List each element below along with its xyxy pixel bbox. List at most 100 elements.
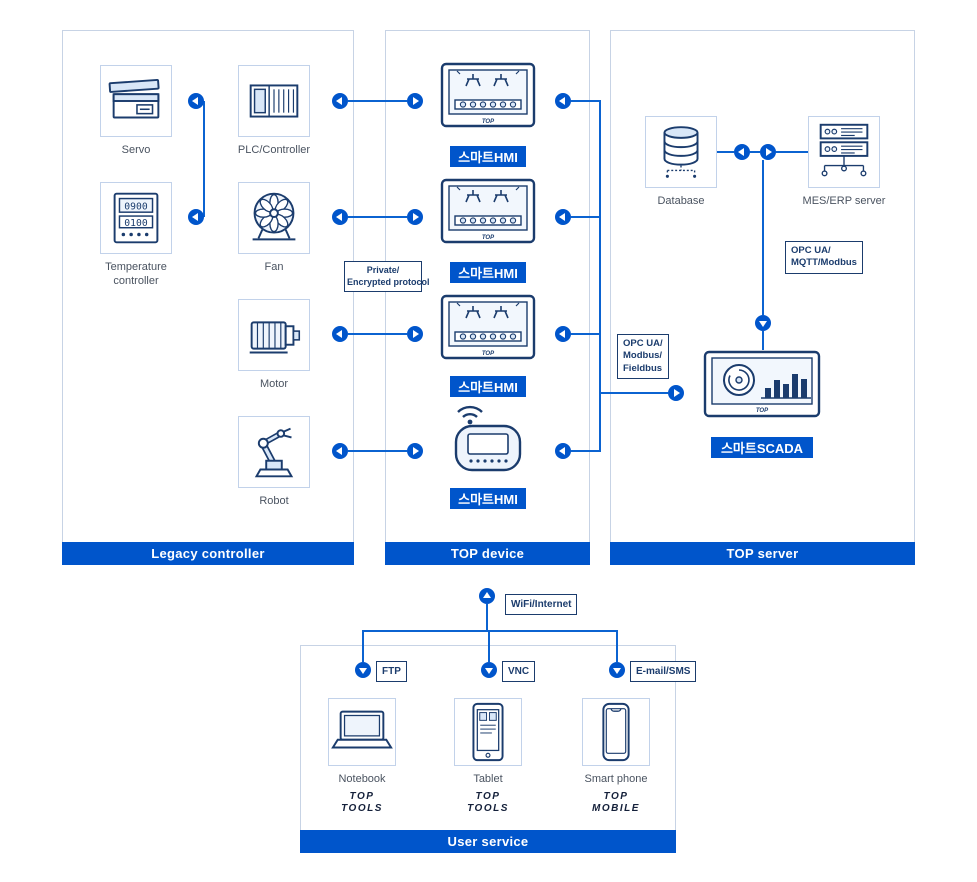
temperature-controller-icon: 0900 0100 bbox=[113, 192, 159, 244]
smart-scada-icon: TOP bbox=[703, 350, 821, 426]
database-label: Database bbox=[657, 195, 705, 207]
top-tools-logo: TOP TOOLS bbox=[312, 791, 412, 814]
arrow-up-icon bbox=[479, 588, 495, 604]
temperature-controller-icon-box: 0900 0100 bbox=[100, 182, 172, 254]
legacy-panel-title: Legacy controller bbox=[62, 542, 354, 565]
scada-bezel-brand: TOP bbox=[756, 408, 769, 414]
arrow-left-icon bbox=[332, 93, 348, 109]
servo-label: Servo bbox=[121, 144, 151, 156]
smart-hmi-1-icon: TOP bbox=[440, 62, 536, 138]
robot-label: Robot bbox=[259, 495, 289, 507]
email-sms-label: E-mail/SMS bbox=[630, 661, 697, 682]
connector-line bbox=[571, 450, 601, 452]
notebook-icon bbox=[331, 710, 393, 749]
smartphone-icon-box bbox=[582, 698, 650, 766]
connector-line bbox=[362, 632, 364, 662]
brand-line1: TOP bbox=[475, 791, 501, 802]
brand-line1: TOP bbox=[603, 791, 629, 802]
motor-label: Motor bbox=[259, 378, 289, 390]
arrow-right-icon bbox=[760, 144, 776, 160]
connector-line bbox=[362, 630, 618, 632]
notebook-label: Notebook bbox=[338, 773, 386, 785]
arrow-left-icon bbox=[188, 209, 204, 225]
connector-line bbox=[486, 604, 488, 631]
user-panel-title: User service bbox=[300, 830, 676, 853]
temp-display-bottom: 0100 bbox=[124, 218, 148, 229]
plc-label: PLC/Controller bbox=[237, 144, 311, 156]
connector-line bbox=[348, 333, 407, 335]
servo-icon-box bbox=[100, 65, 172, 137]
smart-hmi-2-icon: TOP bbox=[440, 178, 536, 254]
wifi-internet-label: WiFi/Internet bbox=[505, 594, 578, 615]
motor-icon bbox=[249, 321, 301, 354]
vnc-label: VNC bbox=[502, 661, 536, 682]
connector-line bbox=[571, 333, 601, 335]
connector-line bbox=[717, 151, 734, 153]
hmi-bezel-brand: TOP bbox=[482, 119, 495, 125]
robot-icon bbox=[254, 427, 294, 478]
ftp-label: FTP bbox=[376, 661, 407, 682]
private-protocol-line1: Private/ bbox=[366, 265, 400, 275]
opc-fieldbus-label: OPC UA/ Modbus/ Fieldbus bbox=[617, 334, 669, 380]
connector-line bbox=[571, 100, 601, 102]
opc-mqtt-line1: OPC UA/ bbox=[791, 245, 831, 256]
arrow-left-icon bbox=[555, 326, 571, 342]
arrow-down-icon bbox=[609, 662, 625, 678]
arrow-left-icon bbox=[555, 443, 571, 459]
arrow-left-icon bbox=[734, 144, 750, 160]
plc-icon-box bbox=[238, 65, 310, 137]
hmi-bezel-brand: TOP bbox=[482, 235, 495, 241]
arrow-left-icon bbox=[332, 209, 348, 225]
mes-erp-label: MES/ERP server bbox=[802, 195, 886, 207]
brand-line1: TOP bbox=[349, 791, 375, 802]
brand-line2: TOOLS bbox=[467, 802, 509, 814]
connector-line bbox=[601, 392, 668, 394]
fan-icon-box bbox=[238, 182, 310, 254]
arrow-left-icon bbox=[332, 443, 348, 459]
connector-line bbox=[488, 632, 490, 662]
top-mobile-logo: TOP MOBILE bbox=[566, 791, 666, 814]
temperature-controller-label: Temperature controller bbox=[105, 261, 167, 288]
arrow-down-icon bbox=[481, 662, 497, 678]
arrow-down-icon bbox=[755, 315, 771, 331]
tablet-icon-box bbox=[454, 698, 522, 766]
arrow-right-icon bbox=[407, 443, 423, 459]
fan-icon bbox=[252, 192, 296, 241]
tablet-label: Tablet bbox=[473, 773, 503, 785]
arrow-left-icon bbox=[555, 93, 571, 109]
mes-erp-server-icon bbox=[819, 123, 869, 177]
brand-line2: MOBILE bbox=[592, 802, 640, 814]
wireless-smart-hmi-icon bbox=[448, 396, 528, 484]
database-icon-box bbox=[645, 116, 717, 188]
connector-line bbox=[348, 216, 407, 218]
arrow-left-icon bbox=[188, 93, 204, 109]
connector-bus-line bbox=[599, 100, 601, 452]
opc-mqtt-line2: MQTT/Modbus bbox=[791, 257, 857, 269]
wifi-icon bbox=[457, 405, 483, 413]
smart-hmi-3-icon: TOP bbox=[440, 294, 536, 370]
opc-fieldbus-line2: Modbus/ bbox=[623, 350, 663, 362]
connector-line bbox=[348, 100, 407, 102]
arrow-left-icon bbox=[332, 326, 348, 342]
arrow-right-icon bbox=[407, 93, 423, 109]
tablet-icon bbox=[472, 702, 504, 762]
robot-icon-box bbox=[238, 416, 310, 488]
connector-line bbox=[762, 331, 764, 350]
connector-line bbox=[616, 632, 618, 662]
device-panel-title: TOP device bbox=[385, 542, 590, 565]
smart-hmi-1-label: 스마트HMI bbox=[450, 146, 526, 167]
smart-hmi-2-label: 스마트HMI bbox=[450, 262, 526, 283]
plc-icon bbox=[249, 84, 299, 118]
server-panel-title: TOP server bbox=[610, 542, 915, 565]
brand-line2: TOOLS bbox=[341, 802, 383, 814]
connector-line bbox=[776, 151, 808, 153]
arrow-down-icon bbox=[355, 662, 371, 678]
connector-line bbox=[571, 216, 601, 218]
arrow-right-icon bbox=[407, 209, 423, 225]
connector-line bbox=[750, 151, 760, 153]
connector-line bbox=[203, 101, 205, 217]
notebook-icon-box bbox=[328, 698, 396, 766]
arrow-left-icon bbox=[555, 209, 571, 225]
servo-icon bbox=[108, 78, 160, 119]
smartphone-icon bbox=[602, 702, 630, 762]
